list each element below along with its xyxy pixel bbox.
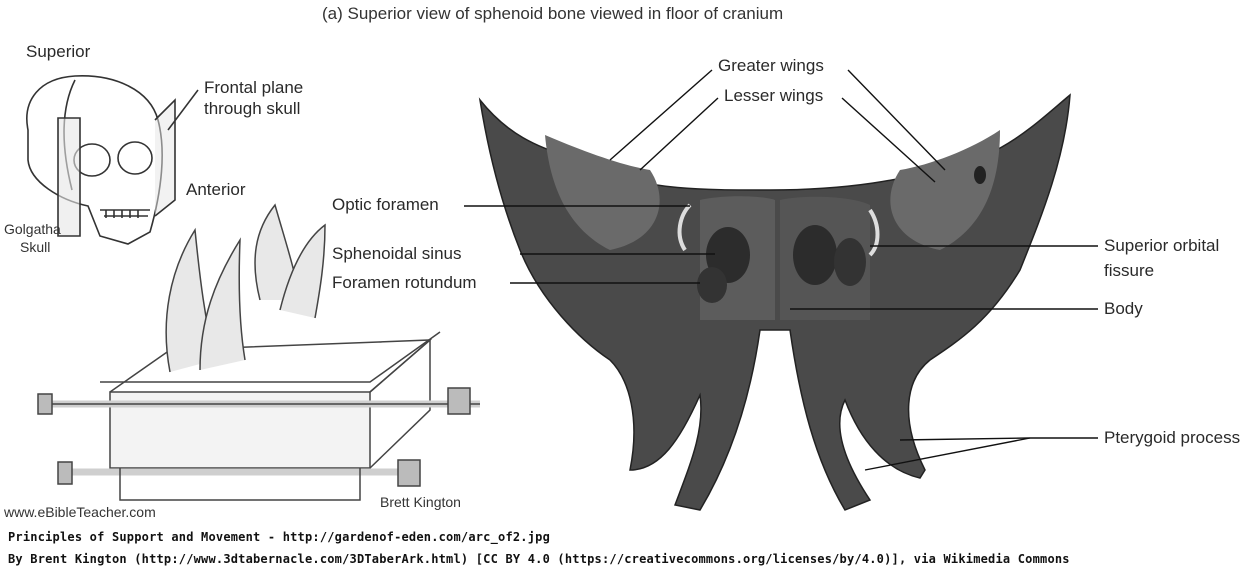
anterior-label: Anterior: [186, 180, 246, 199]
body-label: Body: [1104, 299, 1143, 318]
skull-illustration: [26, 75, 199, 245]
artist-label: Brett Kington: [380, 494, 461, 510]
ark-illustration: [37, 203, 480, 501]
lesser-wings-label: Lesser wings: [724, 86, 824, 105]
optic-foramen-label: Optic foramen: [332, 195, 439, 214]
sphenoidal-sinus-label: Sphenoidal sinus: [332, 244, 462, 263]
greater-wings-label: Greater wings: [718, 56, 824, 75]
ebibleteacher-website-label: www.eBibleTeacher.com: [4, 504, 156, 520]
credit-line-2: By Brent Kington (http://www.3dtabernacl…: [8, 552, 1070, 566]
credit-line-1: Principles of Support and Movement - htt…: [8, 530, 550, 544]
leader-lines: [464, 69, 1098, 471]
sphenoid-bone: [478, 93, 1071, 511]
superior-label: Superior: [26, 42, 91, 61]
diagram-title: (a) Superior view of sphenoid bone viewe…: [322, 4, 784, 23]
golgatha-label-line2: Skull: [20, 239, 51, 255]
superior-orbital-fissure-label-line2: fissure: [1104, 261, 1155, 280]
frontal-plane-label-line1: Frontal plane: [204, 78, 304, 97]
superior-orbital-fissure-label-line1: Superior orbital: [1104, 236, 1220, 255]
golgatha-label-line1: Golgatha: [4, 221, 61, 237]
pterygoid-process-label: Pterygoid process: [1104, 428, 1241, 447]
frontal-plane-label-line2: through skull: [204, 99, 301, 118]
foramen-rotundum-label: Foramen rotundum: [332, 273, 477, 292]
